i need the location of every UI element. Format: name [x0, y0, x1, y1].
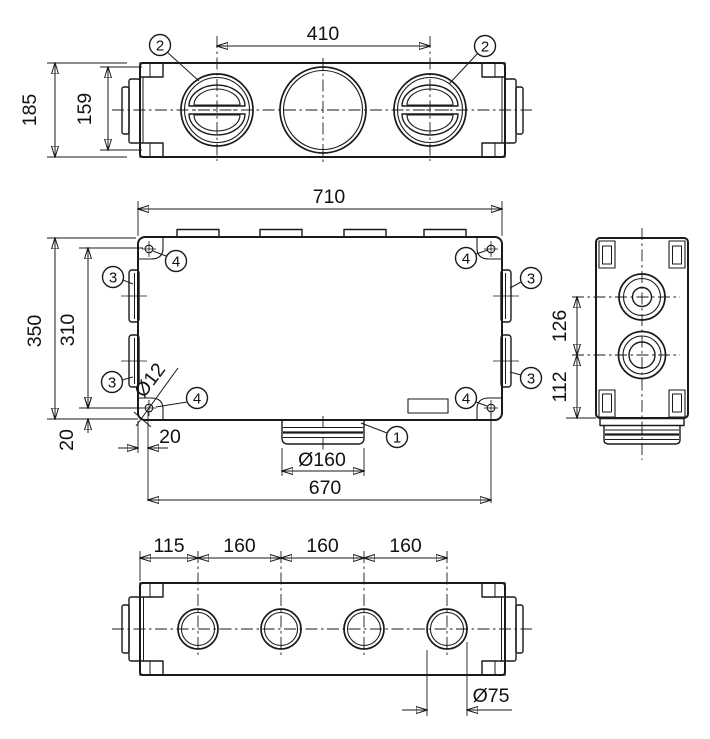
- svg-text:3: 3: [108, 375, 116, 392]
- svg-text:4: 4: [462, 251, 470, 268]
- side-view: 126 112: [549, 228, 689, 460]
- svg-text:4: 4: [172, 254, 180, 271]
- callout-3-right-top: 3: [509, 266, 543, 290]
- dim-670-label: 670: [309, 477, 342, 499]
- dim-310-label: 310: [57, 314, 79, 347]
- svg-text:3: 3: [527, 271, 535, 288]
- dim-o12-label: Ø12: [130, 359, 170, 402]
- callout-3-right-bottom: 3: [509, 366, 543, 390]
- side-port-bottom: [617, 330, 667, 380]
- top-view: 410 185 159 2 2: [19, 23, 532, 163]
- callout-1: 1: [360, 422, 409, 449]
- dim-410-label: 410: [307, 23, 340, 45]
- dim-o160-label: Ø160: [298, 449, 346, 471]
- callout-4-bottom-left: 4: [155, 386, 209, 410]
- callout-3-left-bottom: 3: [100, 370, 134, 394]
- svg-text:2: 2: [156, 38, 164, 55]
- svg-text:4: 4: [193, 391, 201, 408]
- dim-o75-label: Ø75: [473, 685, 510, 707]
- dim-185-label: 185: [19, 94, 41, 127]
- dim-160-label-3: 160: [389, 535, 422, 557]
- bottom-ports: [177, 608, 468, 650]
- dim-115-label: 115: [153, 535, 184, 557]
- callout-2-left: 2: [148, 33, 200, 82]
- dim-159-label: 159: [74, 93, 96, 126]
- front-view: 710 350 310 20 20 Ø12 Ø160 670: [24, 186, 543, 503]
- callout-4-top-left: 4: [152, 249, 188, 273]
- bottom-spigot: [281, 416, 365, 452]
- dim-160-label-2: 160: [306, 535, 339, 557]
- side-port-top: [618, 273, 666, 321]
- svg-text:1: 1: [393, 430, 401, 447]
- nameplate: [407, 398, 449, 414]
- callout-4-top-right: 4: [454, 246, 489, 270]
- callout-2-right: 2: [448, 34, 497, 85]
- damper-port-right: [393, 73, 467, 147]
- side-knockouts: [121, 269, 519, 388]
- side-spigot: [599, 417, 685, 445]
- svg-text:3: 3: [527, 371, 535, 388]
- svg-text:4: 4: [462, 391, 470, 408]
- callout-3-left-top: 3: [101, 265, 134, 289]
- svg-text:3: 3: [109, 270, 117, 287]
- dim-20h-label: 20: [159, 426, 181, 448]
- bottom-view: 115 160 160 160 Ø75: [112, 535, 532, 716]
- dim-710-label: 710: [313, 186, 346, 208]
- dim-20v-label: 20: [56, 429, 78, 451]
- dim-350-label: 350: [24, 315, 46, 348]
- dim-160-label-1: 160: [223, 535, 256, 557]
- dim-126-label: 126: [549, 310, 571, 343]
- svg-text:2: 2: [481, 39, 489, 56]
- damper-port-left: [180, 73, 254, 147]
- dim-112-label: 112: [549, 371, 571, 402]
- callout-4-bottom-right: 4: [454, 386, 488, 410]
